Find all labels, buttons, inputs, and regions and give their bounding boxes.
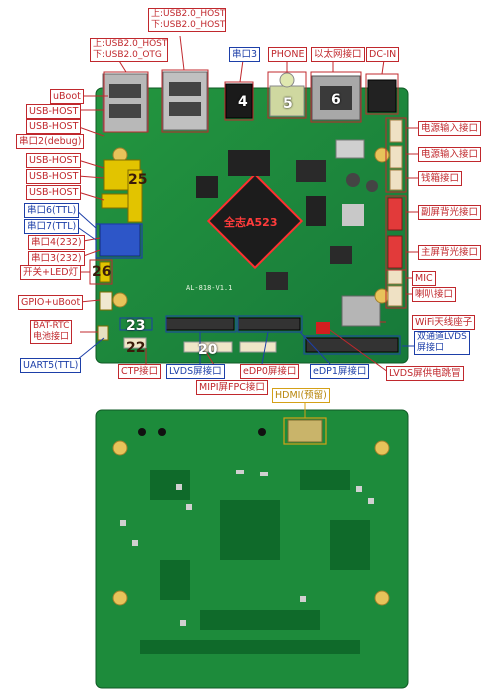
label-phone: PHONE [268,47,308,62]
label-usb-host-bottom: 下:USB2.0_HOST [151,20,226,30]
label-dual-lvds: 双通道LVDS [417,332,467,342]
label-speaker: 喇叭接口 [412,287,457,302]
label-uart5: UART5(TTL) [20,358,82,373]
label-mic: MIC [412,271,436,286]
label-dual-lvds-pair: 双通道LVDS 屏接口 [414,331,470,355]
label-mipi: MIPI屏FPC接口 [196,380,268,395]
label-battery: 电池接口 [33,332,70,342]
label-usb-host-3: USB-HOST [26,153,82,168]
label-edp0: eDP0屏接口 [240,364,300,379]
lvds-dual-header [305,337,399,353]
label-main-backlight: 主屏背光接口 [418,245,482,260]
label-ctp: CTP接口 [118,364,162,379]
bottom-pads [120,470,374,626]
label-usb-host-top: 上:USB2.0_HOST [151,9,226,19]
dc-in-port [367,79,397,113]
label-ethernet: 以太网接口 [311,47,365,62]
label-hdmi: HDMI(预留) [272,388,330,403]
label-serial7: 串口7(TTL) [24,219,80,234]
power-in-1-conn [389,119,403,143]
label-serial4: 串口4(232) [28,235,85,250]
label-wifi: WiFi天线座子 [412,315,476,330]
edp0-fpc [239,341,277,353]
label-uboot: uBoot [50,89,84,104]
leader-lines-blue [71,209,414,365]
phone-jack [269,85,305,117]
soc-label: 全志A523 [224,216,278,229]
mipi-fpc [183,341,233,353]
label-switch-led: 开关+LED灯 [20,265,82,280]
label-usb-host-4: USB-HOST [26,169,82,184]
edp0-header [237,317,301,331]
label-serial3-top: 串口3 [229,47,261,62]
bottom-components [140,470,370,654]
label-serial3-232: 串口3(232) [28,251,85,266]
label-serial2-debug: 串口2(debug) [16,134,85,149]
label-bat-rtc: BAT-RTC [33,321,70,331]
label-power-in-1: 电源输入接口 [418,121,482,136]
serial3-port [225,83,253,119]
usb-stack-right [162,71,208,131]
wifi-module [341,295,381,327]
label-dual-lvds-screen: 屏接口 [417,343,445,353]
label-usb-otg-pair: 上:USB2.0_HOST 下:USB2.0_OTG [90,38,168,62]
label-usb-host-pair: 上:USB2.0_HOST 下:USB2.0_HOST [148,8,226,32]
label-usb-host-2: USB-HOST [26,119,82,134]
usb-stack-left [102,73,148,133]
label-gpio-uboot: GPIO+uBoot [18,295,84,310]
lvds-jumper [316,322,330,334]
lvds-header [165,317,235,331]
label-bat-rtc-pair: BAT-RTC 电池接口 [30,320,73,344]
label-sub-backlight: 副屏背光接口 [418,205,482,220]
speaker-conn [387,285,403,307]
sub-backlight-conn [387,197,403,231]
label-usb-otg-top: 上:USB2.0_HOST [93,39,168,49]
power-in-2-conn [389,145,403,169]
label-lvds: LVDS屏接口 [166,364,225,379]
label-usb-host-1: USB-HOST [26,104,82,119]
mic-conn [387,269,403,285]
board-model: AL-818-V1.1 [186,284,233,292]
ctp-fpc [123,337,147,349]
label-dc-in: DC-IN [366,47,400,62]
cashbox-conn [389,169,403,191]
main-backlight-conn [387,235,403,269]
label-serial6: 串口6(TTL) [24,203,80,218]
serial-header-block [99,223,141,257]
label-usb-host-5: USB-HOST [26,185,82,200]
hdmi-port [287,419,323,443]
label-usb-otg-bottom: 下:USB2.0_OTG [93,50,162,60]
soc-chip [206,172,304,270]
label-edp1: eDP1屏接口 [310,364,370,379]
label-cashbox: 钱箱接口 [418,171,463,186]
label-lvds-jumper: LVDS屏供电跳冒 [386,366,464,381]
label-power-in-2: 电源输入接口 [418,147,482,162]
